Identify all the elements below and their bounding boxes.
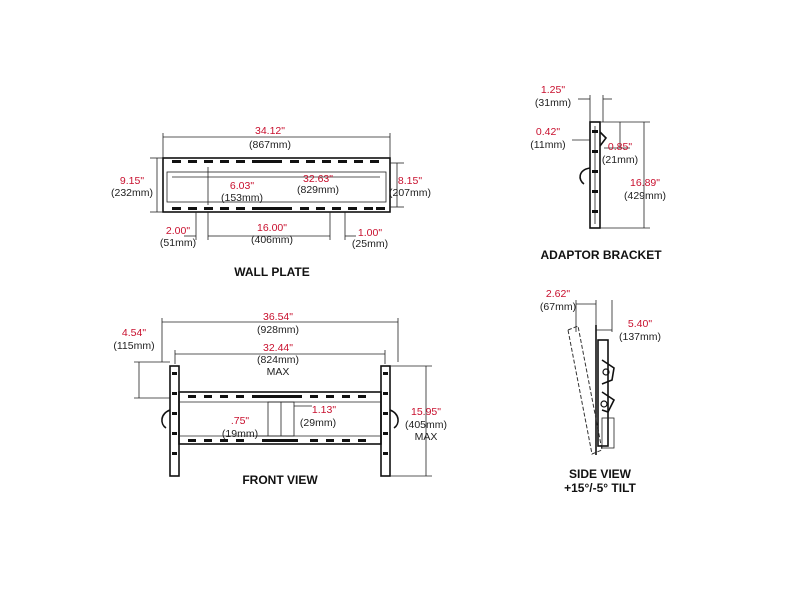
wall-plate-drawing: 34.12" (867mm) 32.63" (829mm) 6. xyxy=(111,125,431,279)
front-view-center-gap-mm: (29mm) xyxy=(300,417,336,429)
front-view-small-gap-in: .75" xyxy=(231,415,250,427)
bracket-top-width-mm: (31mm) xyxy=(535,97,571,109)
bracket-height-mm: (429mm) xyxy=(624,190,666,202)
front-view-center-gap-in: 1.13" xyxy=(312,404,336,416)
front-view-max-height-mm: (405mm) xyxy=(405,419,447,431)
wall-plate-left-gap-in: 2.00" xyxy=(166,225,190,237)
bracket-height-in: 16.89" xyxy=(630,177,660,189)
adaptor-bracket-drawing: 1.25" (31mm) 0.42" (11mm) 0.85" (21mm) 1… xyxy=(530,84,666,262)
front-view-drawing: 36.54" (928mm) 32.44" (824mm) MAX xyxy=(113,311,447,487)
bracket-top-width-in: 1.25" xyxy=(541,84,565,96)
side-view-depth-mm: (137mm) xyxy=(619,331,661,343)
wall-plate-left-height-mm: (232mm) xyxy=(111,187,153,199)
wall-plate-top-slots xyxy=(172,160,379,163)
front-view-title: FRONT VIEW xyxy=(242,473,318,487)
bracket-left-offset-mm: (11mm) xyxy=(530,139,565,151)
front-view-overall-width-in: 36.54" xyxy=(263,311,293,323)
wall-plate-left-gap-mm: (51mm) xyxy=(160,237,196,249)
front-view-max-width-mm: (824mm) xyxy=(257,354,299,366)
side-view-tilt-offset-in: 2.62" xyxy=(546,288,570,300)
front-view-left-height-in: 4.54" xyxy=(122,327,146,339)
bracket-hook-offset-in: 0.85" xyxy=(608,141,632,153)
bracket-left-offset-in: 0.42" xyxy=(536,126,560,138)
side-view-title: SIDE VIEW xyxy=(569,467,632,481)
wall-plate-overall-width-mm: (867mm) xyxy=(249,139,291,151)
front-view-left-height-mm: (115mm) xyxy=(113,340,154,352)
front-view-overall-width-mm: (928mm) xyxy=(257,324,299,336)
front-view-max-width-in: 32.44" xyxy=(263,342,293,354)
wall-plate-right-height-mm: (207mm) xyxy=(389,187,431,199)
wall-plate-stud-span-in: 16.00" xyxy=(257,222,287,234)
front-view-max-height-in: 15.95" xyxy=(411,406,441,418)
wall-plate-bottom-slots xyxy=(172,207,385,210)
side-view-depth-in: 5.40" xyxy=(628,318,652,330)
wall-plate-stud-span-mm: (406mm) xyxy=(251,234,293,246)
wall-plate-overall-width-in: 34.12" xyxy=(255,125,285,137)
wall-plate-right-height-in: 8.15" xyxy=(398,175,422,187)
adaptor-bracket-title: ADAPTOR BRACKET xyxy=(540,248,662,262)
side-view-tilt-offset-mm: (67mm) xyxy=(540,301,576,313)
wall-plate-left-height-in: 9.15" xyxy=(120,175,144,187)
wall-plate-inner-width-mm: (829mm) xyxy=(297,184,339,196)
wall-plate-right-gap-mm: (25mm) xyxy=(352,238,388,250)
wall-plate-title: WALL PLATE xyxy=(234,265,310,279)
front-view-max-height-note: MAX xyxy=(415,431,438,443)
side-view-drawing: 2.62" (67mm) 5.40" (137mm) SIDE VIEW +15… xyxy=(540,288,661,495)
wall-plate-right-gap-in: 1.00" xyxy=(358,227,382,239)
wall-plate-inner-width-in: 32.63" xyxy=(303,173,333,185)
front-view-small-gap-mm: (19mm) xyxy=(222,428,258,440)
front-view-slots xyxy=(188,395,366,442)
side-view-subtitle: +15°/-5° TILT xyxy=(564,481,636,495)
bracket-hook-offset-mm: (21mm) xyxy=(602,154,638,166)
front-view-max-width-note: MAX xyxy=(267,366,290,378)
wall-plate-center-offset-in: 6.03" xyxy=(230,180,254,192)
wall-plate-center-offset-mm: (153mm) xyxy=(221,192,263,204)
